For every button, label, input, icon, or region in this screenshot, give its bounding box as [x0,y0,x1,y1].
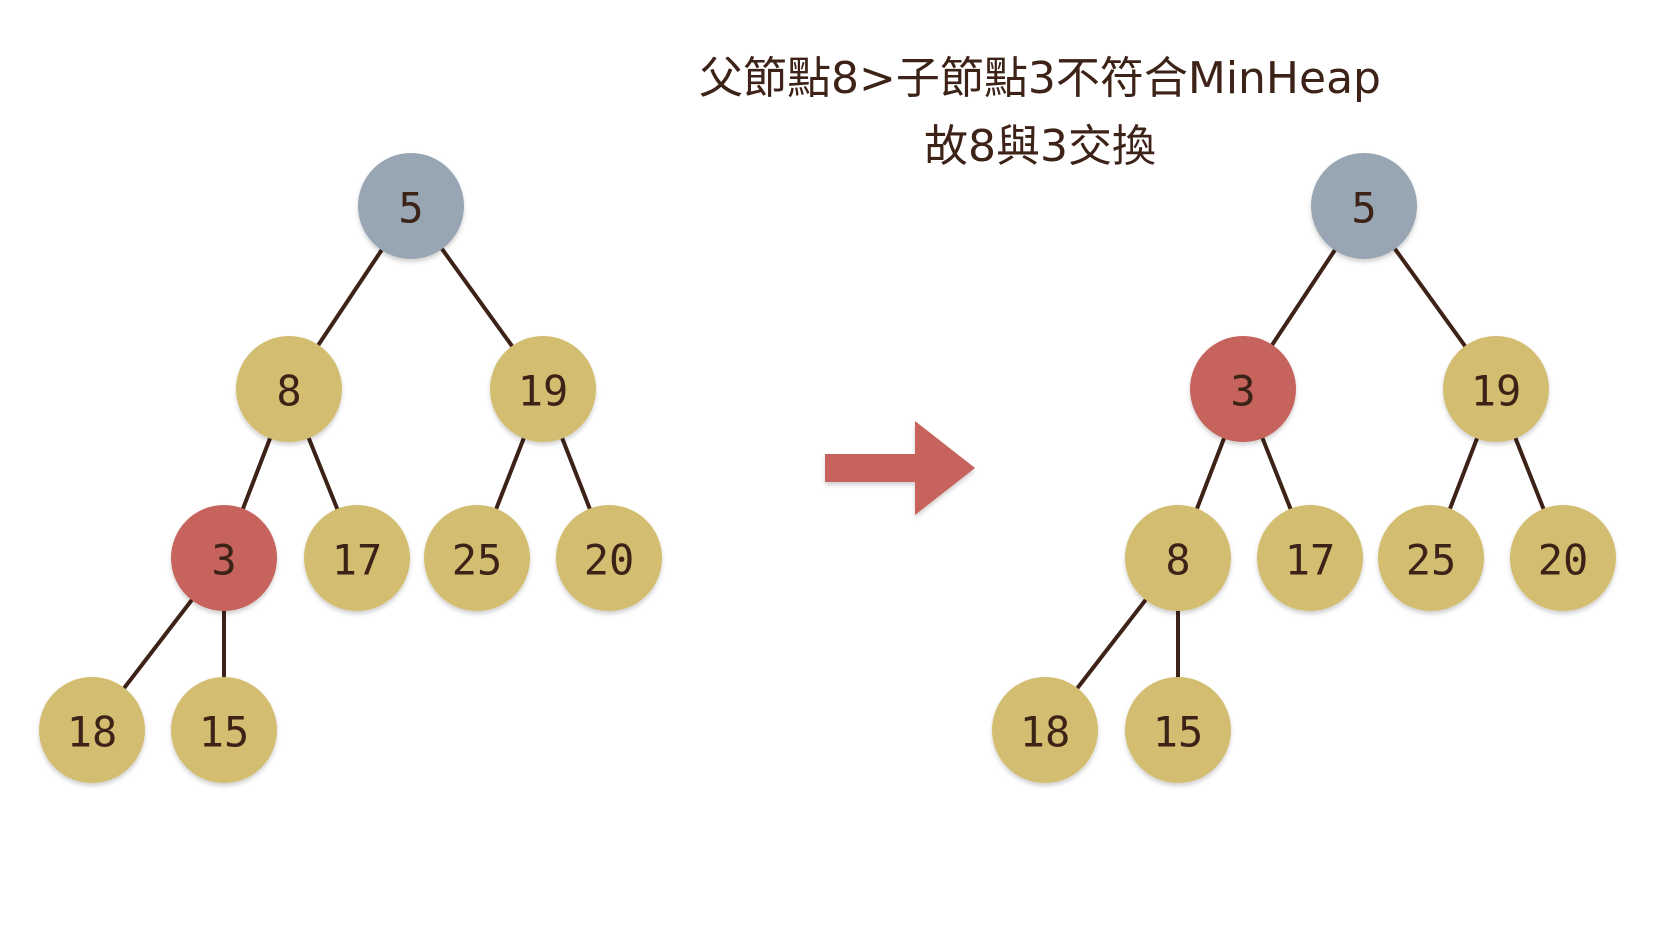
node-circle [236,336,342,442]
tree-node: 17 [1257,505,1363,611]
node-circle [171,677,277,783]
tree-node: 15 [171,677,277,783]
node-circle [1510,505,1616,611]
node-value: 18 [1020,708,1071,757]
node-circle [39,677,145,783]
node-circle [992,677,1098,783]
node-value: 25 [1406,536,1457,585]
tree-node: 18 [39,677,145,783]
node-value: 25 [452,536,503,585]
node-circle [1190,336,1296,442]
node-value: 19 [518,367,569,416]
node-circle [556,505,662,611]
node-circle [424,505,530,611]
tree-node: 25 [424,505,530,611]
tree-node: 20 [1510,505,1616,611]
node-value: 19 [1471,367,1522,416]
caption: 父節點8>子節點3不符合MinHeap 故8與3交換 [540,45,1540,181]
node-value: 15 [199,708,250,757]
node-value: 8 [1165,536,1190,585]
node-value: 3 [211,536,236,585]
tree-node: 17 [304,505,410,611]
tree-node: 20 [556,505,662,611]
node-value: 3 [1230,367,1255,416]
node-value: 8 [276,367,301,416]
tree-node: 3 [1190,336,1296,442]
node-value: 5 [1351,184,1376,233]
node-circle [171,505,277,611]
tree-node: 25 [1378,505,1484,611]
node-circle [1257,505,1363,611]
right-arrow-icon [825,421,975,515]
node-circle [1125,505,1231,611]
node-circle [1378,505,1484,611]
tree-node: 5 [1311,153,1417,259]
node-value: 20 [1538,536,1589,585]
node-circle [490,336,596,442]
tree-node: 19 [1443,336,1549,442]
node-circle [1311,153,1417,259]
node-value: 18 [67,708,118,757]
caption-line-2: 故8與3交換 [924,121,1156,172]
node-value: 20 [584,536,635,585]
caption-line-1: 父節點8>子節點3不符合MinHeap [699,53,1381,104]
node-value: 15 [1153,708,1204,757]
tree-node: 5 [358,153,464,259]
node-circle [358,153,464,259]
tree-after: 5 3 19 8 17 25 20 18 15 [992,153,1616,783]
node-circle [1443,336,1549,442]
node-value: 5 [398,184,423,233]
node-circle [1125,677,1231,783]
tree-node: 8 [1125,505,1231,611]
tree-node: 8 [236,336,342,442]
tree-node: 19 [490,336,596,442]
tree-node: 15 [1125,677,1231,783]
node-circle [304,505,410,611]
tree-before: 5 8 19 3 17 25 20 18 15 [39,153,662,783]
tree-node: 3 [171,505,277,611]
node-value: 17 [332,536,383,585]
node-value: 17 [1285,536,1336,585]
tree-node: 18 [992,677,1098,783]
